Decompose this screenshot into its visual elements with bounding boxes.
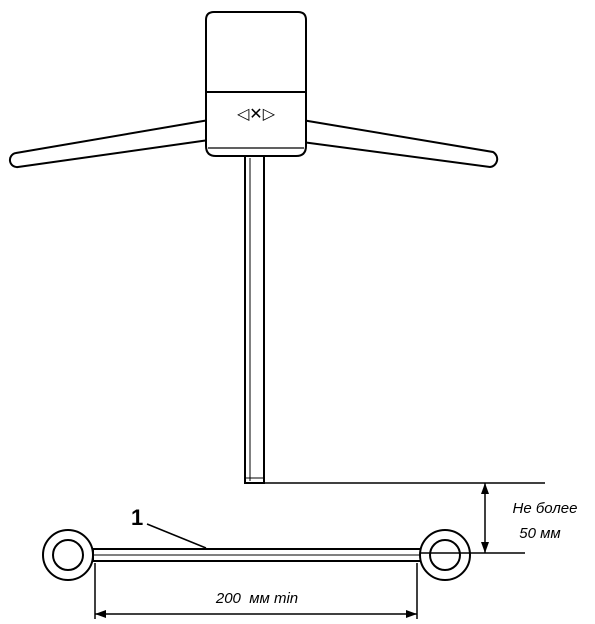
panel-symbol: ◁✕▷ bbox=[236, 104, 276, 123]
left-ring bbox=[42, 529, 94, 581]
width-label: 200 мм min bbox=[215, 590, 298, 607]
floor-bar bbox=[92, 548, 422, 562]
gap-label-line1: Не более bbox=[513, 500, 578, 517]
left-arm bbox=[8, 118, 210, 169]
head-indicator-panel bbox=[205, 91, 307, 157]
callout-number: 1 bbox=[131, 505, 143, 530]
head-upper-housing bbox=[205, 11, 307, 93]
right-ring bbox=[419, 529, 471, 581]
turnstile-head: ◁✕▷ bbox=[205, 11, 307, 157]
gap-dimension bbox=[481, 483, 489, 553]
turnstile-post bbox=[244, 155, 265, 484]
width-dimension bbox=[94, 563, 418, 619]
right-arm bbox=[301, 118, 499, 169]
callout-leader bbox=[146, 523, 207, 549]
gap-label-line2: 50 мм bbox=[519, 525, 560, 542]
